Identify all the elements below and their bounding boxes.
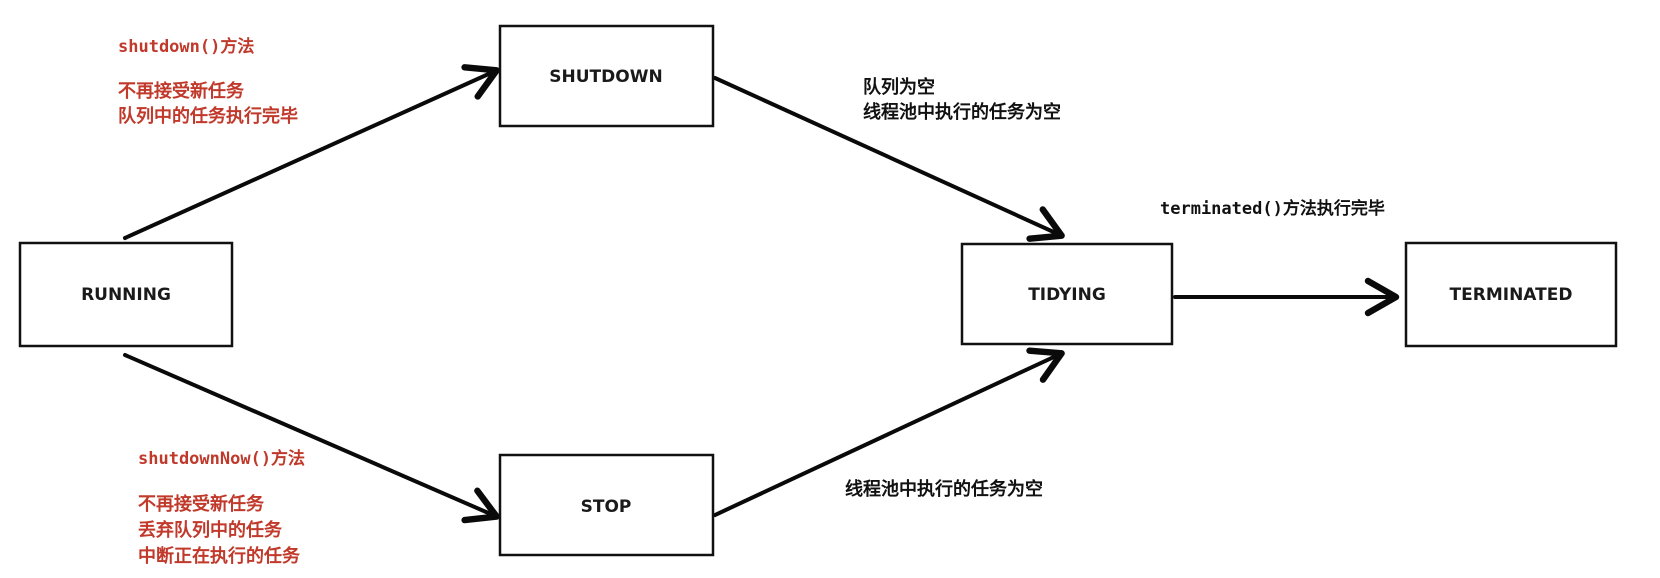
shutdownnow-note-line-3: 中断正在执行的任务 (138, 545, 301, 567)
terminated-method-label: terminated()方法执行完毕 (1160, 198, 1385, 219)
state-shutdown: SHUTDOWN (498, 24, 715, 128)
shutdownnow-note-line-1: 不再接受新任务 (138, 493, 265, 515)
shutdown-note-line-2: 队列中的任务执行完毕 (118, 105, 298, 127)
shutdown-tidying-note-line-2: 线程池中执行的任务为空 (863, 101, 1061, 123)
arrow-running-to-stop (123, 353, 500, 524)
state-running-label: RUNNING (81, 285, 171, 305)
annotation-shutdown-to-tidying: 队列为空 线程池中执行的任务为空 (863, 76, 1061, 123)
shutdownnow-method-label: shutdownNow()方法 (138, 448, 305, 469)
state-terminated: TERMINATED (1404, 241, 1618, 348)
shutdown-tidying-note-line-1: 队列为空 (863, 76, 935, 98)
annotation-running-to-stop: shutdownNow()方法 不再接受新任务 丢弃队列中的任务 中断正在执行的… (138, 448, 305, 567)
stop-tidying-note-line-1: 线程池中执行的任务为空 (845, 478, 1043, 500)
state-tidying-label: TIDYING (1028, 285, 1106, 305)
shutdown-note-line-1: 不再接受新任务 (118, 80, 245, 102)
state-tidying: TIDYING (960, 242, 1174, 346)
arrow-stop-to-tidying (713, 347, 1065, 517)
state-stop: STOP (498, 453, 715, 557)
arrow-running-to-shutdown (123, 64, 500, 240)
annotation-running-to-shutdown: shutdown()方法 不再接受新任务 队列中的任务执行完毕 (118, 36, 298, 127)
shutdown-method-label: shutdown()方法 (118, 36, 254, 57)
state-stop-label: STOP (581, 497, 632, 517)
state-shutdown-label: SHUTDOWN (549, 67, 662, 87)
state-terminated-label: TERMINATED (1450, 285, 1573, 305)
state-running: RUNNING (18, 241, 234, 348)
annotation-tidying-to-terminated: terminated()方法执行完毕 (1160, 198, 1385, 219)
arrow-shutdown-to-tidying (713, 76, 1065, 242)
annotation-stop-to-tidying: 线程池中执行的任务为空 (845, 478, 1043, 500)
shutdownnow-note-line-2: 丢弃队列中的任务 (138, 519, 283, 541)
